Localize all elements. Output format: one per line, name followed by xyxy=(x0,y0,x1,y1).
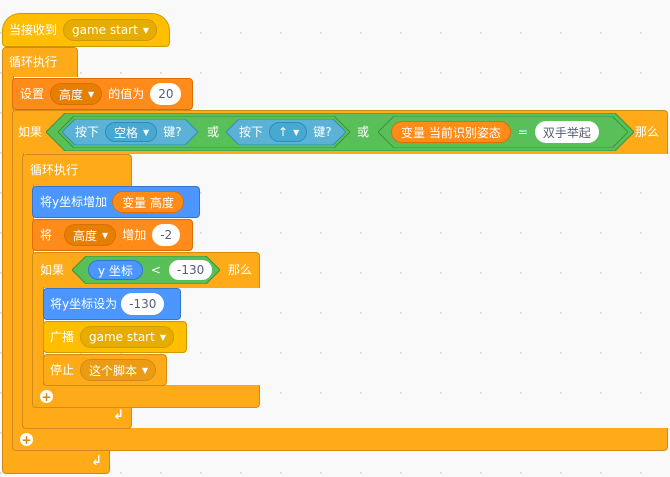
set-y-block[interactable]: 将y坐标设为 -130 xyxy=(43,288,181,320)
variable-name: 高度 xyxy=(73,228,98,243)
loop-arrow-icon: ↲ xyxy=(91,454,102,469)
when-receive-hat[interactable]: 当接收到 game start ▼ xyxy=(2,13,170,47)
change-value-input[interactable]: -2 xyxy=(152,224,181,246)
equals-operator[interactable]: 变量 当前识别姿态 = 双手举起 xyxy=(378,116,628,148)
message-dropdown[interactable]: game start ▼ xyxy=(80,326,174,348)
chevron-down-icon: ▼ xyxy=(293,127,300,137)
change-variable-block[interactable]: 将 高度 ▼ 增加 -2 xyxy=(32,219,193,251)
broadcast-block[interactable]: 广播 game start ▼ xyxy=(43,321,187,353)
change-label: 将 xyxy=(40,228,53,242)
set-y-label: 将y坐标设为 xyxy=(50,297,118,311)
if-outer-label: 如果 xyxy=(18,125,43,139)
message-name: game start xyxy=(72,23,138,37)
y-position-reporter[interactable]: y 坐标 xyxy=(88,260,143,280)
key-pressed-space[interactable]: 按下 空格 ▼ 键? xyxy=(62,119,198,145)
chevron-down-icon: ▼ xyxy=(159,332,166,342)
key-pressed-suffix: 键? xyxy=(313,125,332,139)
key-name: ↑ xyxy=(278,125,289,139)
compare-value-input[interactable]: -130 xyxy=(168,260,213,280)
variable-dropdown[interactable]: 高度 ▼ xyxy=(50,83,103,105)
stop-label: 停止 xyxy=(50,363,75,377)
broadcast-label: 广播 xyxy=(50,330,75,344)
if-outer-then-label: 那么 xyxy=(635,125,660,139)
key-dropdown[interactable]: ↑ ▼ xyxy=(269,122,308,142)
message-dropdown[interactable]: game start ▼ xyxy=(63,19,157,41)
set-value-input[interactable]: 20 xyxy=(150,83,182,105)
or-outer-label: 或 xyxy=(357,125,370,139)
key-pressed-prefix: 按下 xyxy=(75,125,100,139)
when-receive-label: 当接收到 xyxy=(9,23,58,37)
key-dropdown[interactable]: 空格 ▼ xyxy=(105,122,158,142)
variable-dropdown[interactable]: 高度 ▼ xyxy=(64,224,117,246)
pose-value-input[interactable]: 双手举起 xyxy=(534,121,599,143)
pose-variable-reporter[interactable]: 变量 当前识别姿态 xyxy=(391,121,511,143)
chevron-down-icon: ▼ xyxy=(102,230,109,240)
chevron-down-icon: ▼ xyxy=(143,127,150,137)
variable-name: 高度 xyxy=(59,87,84,102)
forever-outer-header[interactable]: 循环执行 xyxy=(2,47,78,77)
if-inner-then-label: 那么 xyxy=(228,263,253,277)
forever-inner-footer[interactable]: ↲ xyxy=(22,407,132,429)
if-inner-label: 如果 xyxy=(40,263,65,277)
less-than-sign: < xyxy=(150,263,161,277)
or-inner-label: 或 xyxy=(207,125,220,139)
chevron-down-icon: ▼ xyxy=(88,89,95,99)
plus-icon[interactable]: + xyxy=(40,389,53,404)
plus-icon[interactable]: + xyxy=(20,432,33,447)
stop-block[interactable]: 停止 这个脚本 ▼ xyxy=(43,354,167,386)
stop-option-name: 这个脚本 xyxy=(89,363,138,378)
if-outer-footer[interactable]: + xyxy=(12,428,668,451)
set-variable-block[interactable]: 设置 高度 ▼ 的值为 20 xyxy=(12,78,193,110)
equals-sign: = xyxy=(517,125,528,139)
loop-arrow-icon: ↲ xyxy=(113,408,124,423)
change-y-block[interactable]: 将y坐标增加 变量 高度 xyxy=(32,186,200,218)
forever-outer-label: 循环执行 xyxy=(9,55,58,69)
message-name: game start xyxy=(89,330,155,344)
if-inner-footer[interactable]: + xyxy=(32,385,260,408)
key-pressed-suffix: 键? xyxy=(163,125,182,139)
chevron-down-icon: ▼ xyxy=(142,365,149,375)
change-suffix-label: 增加 xyxy=(122,228,147,242)
key-name: 空格 xyxy=(114,125,139,140)
stop-option-dropdown[interactable]: 这个脚本 ▼ xyxy=(80,359,157,381)
set-suffix-label: 的值为 xyxy=(108,87,145,101)
chevron-down-icon: ▼ xyxy=(142,25,149,35)
key-pressed-up[interactable]: 按下 ↑ ▼ 键? xyxy=(226,119,346,145)
height-variable-reporter[interactable]: 变量 高度 xyxy=(112,191,184,213)
forever-inner-header[interactable]: 循环执行 xyxy=(22,154,132,186)
set-label: 设置 xyxy=(20,87,45,101)
forever-inner-label: 循环执行 xyxy=(30,163,79,177)
change-y-label: 将y坐标增加 xyxy=(40,195,108,209)
set-y-value-input[interactable]: -130 xyxy=(121,293,165,315)
key-pressed-prefix: 按下 xyxy=(239,125,264,139)
less-than-operator[interactable]: y 坐标 < -130 xyxy=(72,256,220,284)
